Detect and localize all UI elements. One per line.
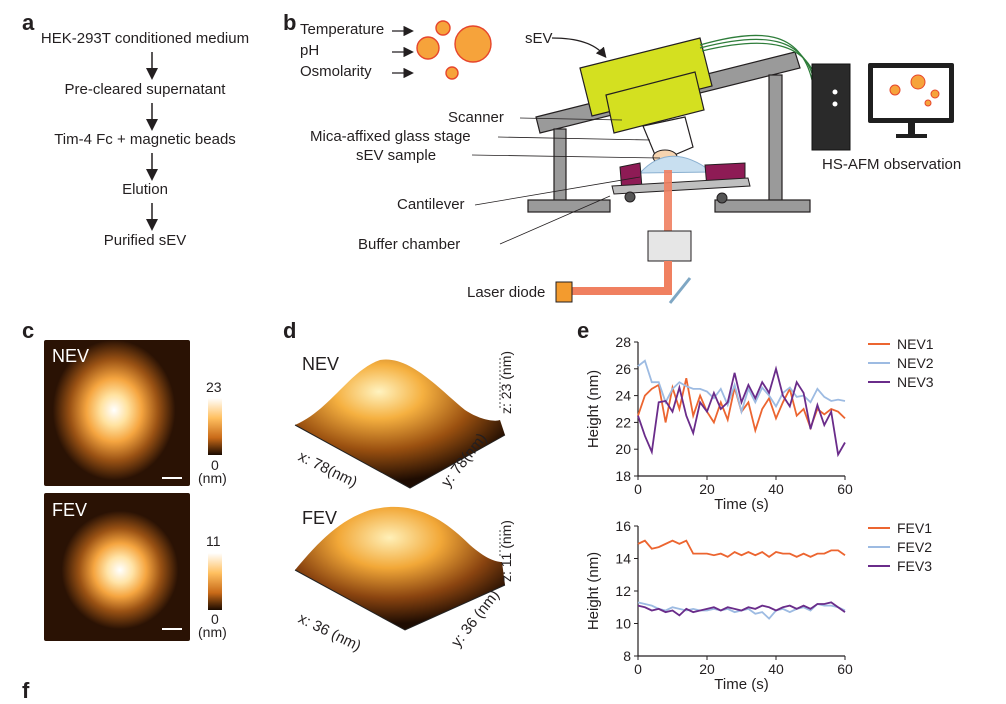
x-tick-label: 20 (699, 661, 715, 677)
legend-label: NEV2 (897, 355, 934, 371)
colorbar-max: 23 (206, 379, 222, 395)
y-tick-label: 14 (615, 551, 631, 567)
legend-label: NEV3 (897, 374, 934, 390)
curved-arrow-icon (551, 37, 607, 59)
y-tick-label: 26 (615, 361, 631, 377)
x-tick-label: 0 (634, 481, 642, 497)
scale-bar (162, 477, 182, 479)
laser-label: Laser diode (467, 284, 546, 301)
fev-surface (295, 506, 505, 630)
y-tick-label: 20 (615, 441, 631, 457)
scale-bar (162, 628, 182, 630)
axis-z-label: z: 11 (nm) (498, 520, 514, 582)
panel-letter-e: e (577, 318, 590, 343)
image-label: NEV (52, 346, 90, 366)
y-tick-label: 18 (615, 468, 631, 484)
y-tick-label: 28 (615, 334, 631, 350)
colorbar-min: 0 (211, 457, 219, 473)
workflow-arrows (146, 52, 158, 231)
colorbar (208, 398, 222, 455)
legend-label: FEV1 (897, 520, 932, 536)
x-axis-label: Time (s) (714, 496, 768, 513)
workflow-step: HEK-293T conditioned medium (40, 30, 250, 47)
image-label: FEV (52, 500, 88, 520)
callout-stage: Mica-affixed glass stage (310, 128, 471, 145)
x-tick-label: 0 (634, 661, 642, 677)
colorbar (208, 553, 222, 610)
nev-surface (295, 359, 505, 488)
sev-label: sEV (525, 30, 553, 47)
condition-label: pH (300, 42, 320, 59)
series-line (637, 539, 846, 558)
y-tick-label: 24 (615, 388, 631, 404)
observation-label: HS-AFM observation (822, 156, 962, 173)
panel-letter-f: f (22, 678, 30, 703)
series-line (637, 359, 846, 416)
image-label: FEV (302, 508, 338, 528)
x-tick-label: 60 (837, 661, 853, 677)
colorbar-max: 11 (206, 533, 221, 549)
panel-letter-c: c (22, 318, 35, 343)
callout-sample: sEV sample (356, 147, 437, 164)
y-tick-label: 12 (615, 583, 631, 599)
afm-drawing (392, 20, 954, 304)
y-tick-label: 8 (623, 648, 631, 664)
legend-label: FEV3 (897, 558, 932, 574)
colorbar-min: 0 (211, 611, 219, 627)
axis-z-label: z: 23 (nm) (498, 350, 514, 414)
x-tick-label: 20 (699, 481, 715, 497)
objective-tube (642, 116, 694, 163)
colorbar-unit: (nm) (198, 470, 227, 486)
legend-label: FEV2 (897, 539, 932, 555)
workflow-step: Purified sEV (103, 232, 187, 249)
series-line (637, 365, 846, 458)
series-line (637, 601, 846, 617)
x-axis-label: Time (s) (714, 676, 768, 693)
condition-label: Osmolarity (300, 63, 372, 80)
condition-label: Temperature (300, 21, 385, 38)
sev-particles (416, 20, 492, 80)
controller-box (811, 63, 851, 151)
buffer-dome (638, 155, 714, 174)
fev-2d-image (44, 493, 190, 641)
callout-cantilever: Cantilever (397, 196, 465, 213)
x-tick-label: 40 (768, 481, 784, 497)
panel-letter-b: b (283, 10, 297, 35)
detector-box (647, 230, 692, 262)
colorbar-unit: (nm) (198, 624, 227, 640)
glass-stage (611, 177, 751, 195)
y-tick-label: 10 (615, 616, 631, 632)
y-axis-label: Height (nm) (585, 552, 602, 630)
image-label: NEV (302, 354, 340, 374)
laser-diode-icon (555, 281, 573, 303)
workflow-step: Elution (122, 181, 168, 198)
panel-letter-d: d (283, 318, 297, 343)
x-tick-label: 40 (768, 661, 784, 677)
workflow-step: Tim-4 Fc + magnetic beads (54, 131, 236, 148)
y-axis-label: Height (nm) (585, 370, 602, 448)
y-tick-label: 22 (615, 414, 631, 430)
surface-drawing (294, 358, 506, 631)
y-tick-label: 16 (615, 518, 631, 534)
panel-letter-a: a (22, 10, 35, 35)
scanner-block (579, 37, 713, 134)
nev-2d-image (44, 340, 190, 486)
x-tick-label: 60 (837, 481, 853, 497)
legend-label: NEV1 (897, 336, 934, 352)
callout-buffer: Buffer chamber (358, 236, 461, 253)
callout-scanner: Scanner (448, 109, 504, 126)
workflow-step: Pre-cleared supernatant (64, 81, 226, 98)
